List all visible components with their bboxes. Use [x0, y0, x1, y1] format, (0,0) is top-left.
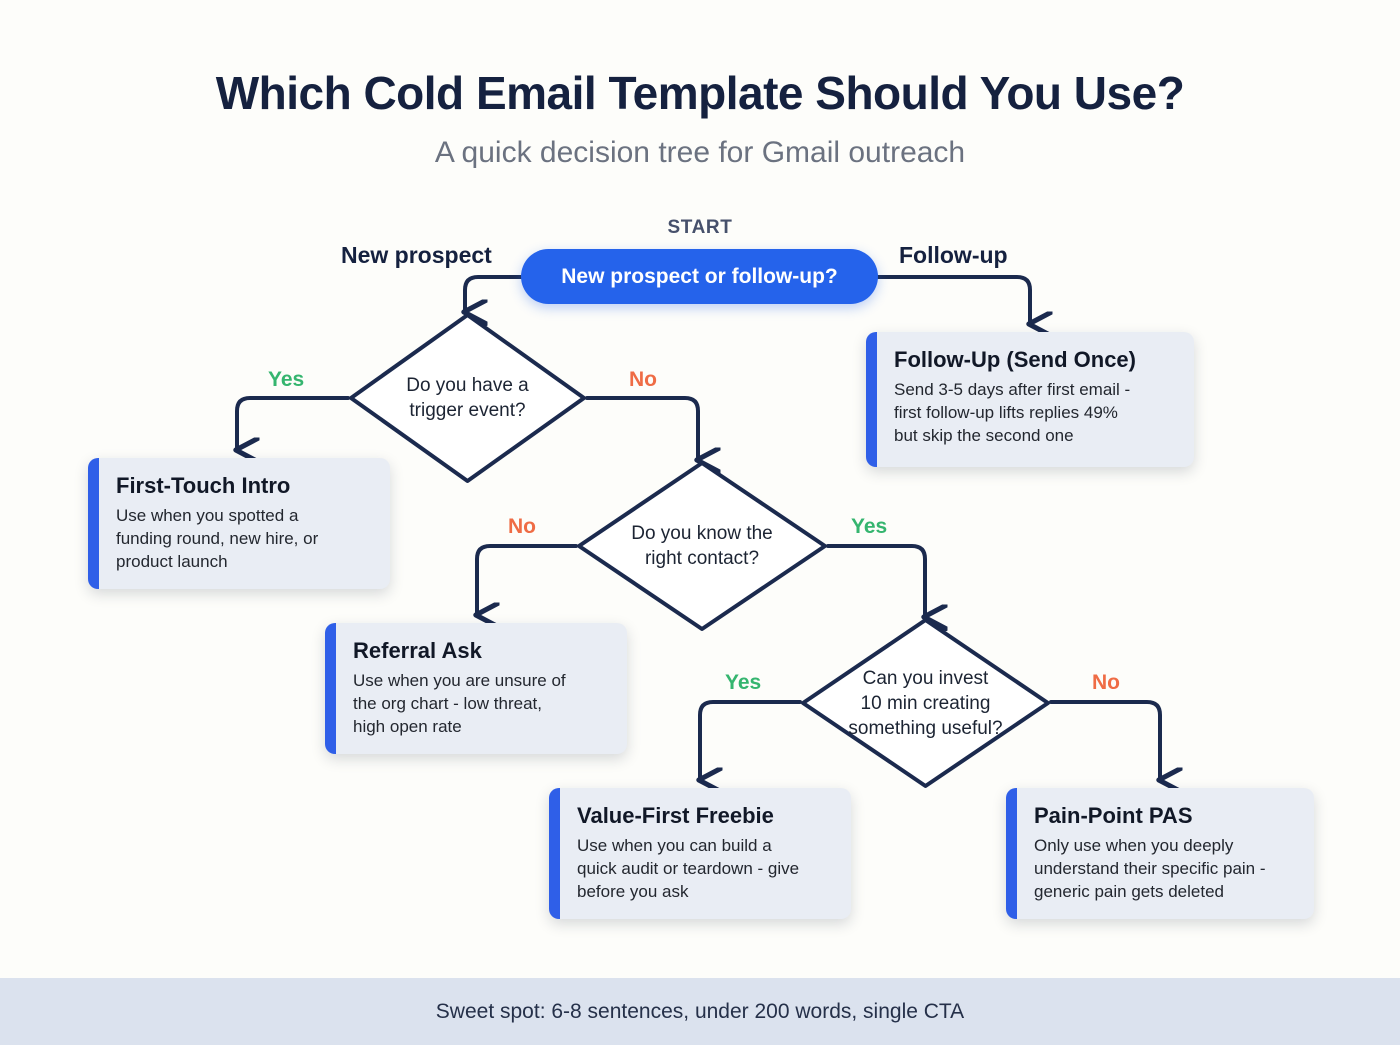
- card-accent-bar: [325, 623, 336, 754]
- card-title: Pain-Point PAS: [1034, 803, 1193, 828]
- card-description: Use when you are unsure of the org chart…: [353, 669, 609, 738]
- edge-label-follow-up: Follow-up: [899, 242, 1008, 268]
- card-desc-line-3: generic pain gets deleted: [1034, 882, 1224, 901]
- card-desc-line-2: funding round, new hire, or: [116, 529, 319, 548]
- card-description: Send 3-5 days after first email - first …: [894, 378, 1176, 447]
- card-desc-line-2: first follow-up lifts replies 49%: [894, 403, 1118, 422]
- decision-line-2: right contact?: [644, 548, 760, 569]
- start-label: START: [667, 217, 733, 238]
- card-desc-line-1: Use when you can build a: [577, 836, 772, 855]
- edge-label-invest-no: No: [1092, 671, 1120, 694]
- edge-label-trigger-no: No: [629, 368, 657, 391]
- decision-line-1: Can you invest: [862, 667, 989, 689]
- card-accent-bar: [549, 788, 560, 919]
- edge-label-invest-yes: Yes: [725, 671, 762, 694]
- card-title: Referral Ask: [353, 638, 482, 663]
- card-desc-line-3: before you ask: [577, 882, 689, 901]
- card-body: Pain-Point PAS Only use when you deeply …: [1017, 788, 1314, 919]
- outcome-card-follow-up[interactable]: Follow-Up (Send Once) Send 3-5 days afte…: [866, 332, 1194, 467]
- card-accent-bar: [866, 332, 877, 467]
- card-desc-line-3: but skip the second one: [894, 426, 1074, 445]
- decision-node-right-contact[interactable]: Do you know the right contact?: [576, 460, 828, 632]
- card-desc-line-2: understand their specific pain -: [1034, 859, 1266, 878]
- decision-node-trigger-event[interactable]: Do you have a trigger event?: [348, 312, 587, 484]
- decision-text-invest-time: Can you invest 10 min creating something…: [830, 617, 1021, 789]
- decision-text-trigger-event: Do you have a trigger event?: [377, 312, 559, 484]
- footer-bar: Sweet spot: 6-8 sentences, under 200 wor…: [0, 978, 1400, 1045]
- start-question: New prospect or follow-up?: [561, 264, 838, 288]
- card-description: Use when you spotted a funding round, ne…: [116, 504, 372, 573]
- card-desc-line-1: Use when you spotted a: [116, 506, 299, 525]
- card-description: Use when you can build a quick audit or …: [577, 834, 833, 903]
- page-subtitle: A quick decision tree for Gmail outreach: [434, 136, 966, 169]
- edge-label-contact-no: No: [508, 515, 536, 538]
- card-body: Follow-Up (Send Once) Send 3-5 days afte…: [877, 332, 1194, 467]
- decision-line-3: something useful?: [848, 717, 1003, 739]
- card-title: Follow-Up (Send Once): [894, 347, 1136, 372]
- decision-line-1: Do you know the: [631, 523, 773, 544]
- card-desc-line-2: quick audit or teardown - give: [577, 859, 800, 878]
- decision-text-right-contact: Do you know the right contact?: [606, 460, 798, 632]
- outcome-card-pain-point-pas[interactable]: Pain-Point PAS Only use when you deeply …: [1006, 788, 1314, 919]
- card-description: Only use when you deeply understand thei…: [1034, 834, 1296, 903]
- outcome-card-value-first-freebie[interactable]: Value-First Freebie Use when you can bui…: [549, 788, 851, 919]
- edge-label-new-prospect: New prospect: [341, 242, 492, 268]
- edge-label-contact-yes: Yes: [851, 515, 888, 538]
- outcome-card-referral-ask[interactable]: Referral Ask Use when you are unsure of …: [325, 623, 627, 754]
- card-desc-line-1: Only use when you deeply: [1034, 836, 1234, 855]
- start-node[interactable]: New prospect or follow-up?: [521, 249, 878, 304]
- page-title: Which Cold Email Template Should You Use…: [215, 67, 1185, 119]
- outcome-card-first-touch-intro[interactable]: First-Touch Intro Use when you spotted a…: [88, 458, 390, 589]
- card-title: Value-First Freebie: [577, 803, 774, 828]
- card-title: First-Touch Intro: [116, 473, 291, 498]
- card-accent-bar: [1006, 788, 1017, 919]
- card-desc-line-3: high open rate: [353, 717, 462, 736]
- edge-label-trigger-yes: Yes: [268, 368, 305, 391]
- decision-line-1: Do you have a: [406, 375, 529, 396]
- decision-line-2: 10 min creating: [860, 692, 991, 714]
- card-desc-line-1: Use when you are unsure of: [353, 671, 566, 690]
- decision-line-2: trigger event?: [409, 400, 526, 421]
- card-body: Referral Ask Use when you are unsure of …: [336, 623, 627, 754]
- card-desc-line-1: Send 3-5 days after first email -: [894, 380, 1131, 399]
- card-desc-line-3: product launch: [116, 552, 228, 571]
- card-desc-line-2: the org chart - low threat,: [353, 694, 542, 713]
- card-accent-bar: [88, 458, 99, 589]
- decision-node-invest-time[interactable]: Can you invest 10 min creating something…: [800, 617, 1051, 789]
- footer-note: Sweet spot: 6-8 sentences, under 200 wor…: [435, 999, 965, 1023]
- card-body: First-Touch Intro Use when you spotted a…: [99, 458, 390, 589]
- card-body: Value-First Freebie Use when you can bui…: [560, 788, 851, 919]
